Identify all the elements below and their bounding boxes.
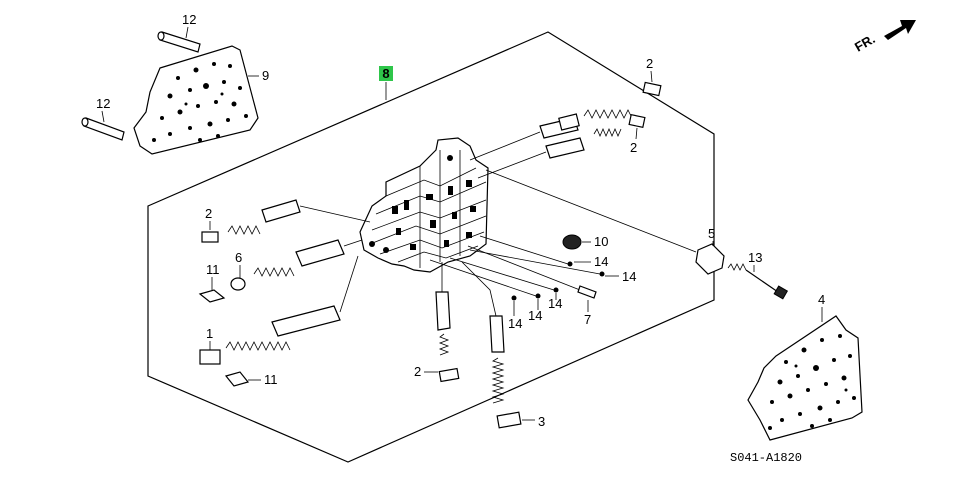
svg-text:5: 5 bbox=[708, 226, 715, 241]
arrow-icon bbox=[884, 20, 916, 40]
bracket-5[interactable]: 5 bbox=[695, 226, 725, 275]
valve-cap-d[interactable]: 2 bbox=[414, 364, 460, 383]
lower-valve-a[interactable] bbox=[435, 262, 451, 356]
check-ball-14-a[interactable]: 14 bbox=[479, 235, 608, 269]
svg-text:11: 11 bbox=[206, 262, 220, 277]
separator-plate-upper[interactable] bbox=[133, 45, 259, 155]
gasket-3[interactable]: 3 bbox=[496, 411, 545, 429]
svg-text:7: 7 bbox=[584, 312, 591, 327]
svg-text:14: 14 bbox=[594, 254, 608, 269]
shift-valve-lower[interactable] bbox=[477, 127, 622, 179]
svg-text:12: 12 bbox=[182, 12, 196, 27]
callout-12-left[interactable]: 12 bbox=[96, 96, 110, 123]
shift-valve-upper[interactable] bbox=[469, 109, 633, 161]
valve-cap-b[interactable]: 2 bbox=[628, 113, 646, 155]
svg-text:10: 10 bbox=[594, 234, 608, 249]
svg-text:13: 13 bbox=[748, 250, 762, 265]
lower-valve-b[interactable] bbox=[461, 261, 505, 404]
filter-10[interactable]: 10 bbox=[562, 234, 608, 250]
front-direction-marker: FR. bbox=[852, 20, 916, 55]
svg-text:14: 14 bbox=[528, 308, 542, 323]
bolt-13[interactable]: 13 bbox=[727, 250, 789, 300]
long-valve-c[interactable] bbox=[225, 255, 359, 351]
svg-text:4: 4 bbox=[818, 292, 825, 307]
dowel-pin-lower[interactable] bbox=[81, 117, 125, 141]
svg-text:2: 2 bbox=[646, 56, 653, 71]
valve-body[interactable] bbox=[359, 137, 489, 273]
svg-text:12: 12 bbox=[96, 96, 110, 111]
svg-text:FR.: FR. bbox=[852, 31, 878, 54]
svg-text:11: 11 bbox=[264, 372, 278, 387]
svg-text:14: 14 bbox=[508, 316, 522, 331]
check-ball-14-d[interactable]: 14 bbox=[429, 259, 542, 323]
check-ball-14-b[interactable]: 14 bbox=[469, 249, 636, 284]
bolt-guide-line bbox=[485, 169, 697, 253]
valve-cap-c[interactable]: 2 bbox=[201, 206, 219, 243]
diagram-code: S041-A1820 bbox=[730, 451, 802, 465]
regulator-valve-a[interactable] bbox=[227, 199, 371, 235]
svg-text:2: 2 bbox=[414, 364, 421, 379]
separator-plate-lower[interactable] bbox=[747, 315, 863, 441]
svg-text:3: 3 bbox=[538, 414, 545, 429]
dowel-pin-upper[interactable] bbox=[157, 31, 201, 53]
regulator-valve-b[interactable] bbox=[253, 239, 363, 277]
callout-9[interactable]: 9 bbox=[248, 68, 269, 83]
svg-text:14: 14 bbox=[548, 296, 562, 311]
valve-spring-lower bbox=[593, 127, 622, 138]
svg-text:1: 1 bbox=[206, 326, 213, 341]
callout-12-top[interactable]: 12 bbox=[182, 12, 196, 39]
svg-text:2: 2 bbox=[630, 140, 637, 155]
assembly-frame bbox=[147, 31, 715, 463]
valve-spring-upper bbox=[583, 109, 633, 119]
plug-6[interactable]: 6 bbox=[230, 250, 246, 291]
valve-cap-a[interactable]: 2 bbox=[642, 56, 662, 97]
check-ball-14-e[interactable]: 14 bbox=[508, 295, 522, 332]
check-ball-14-c[interactable]: 14 bbox=[449, 257, 562, 311]
orifice-7[interactable]: 7 bbox=[467, 245, 597, 327]
svg-text:6: 6 bbox=[235, 250, 242, 265]
plug-1[interactable]: 1 bbox=[199, 326, 221, 365]
svg-text:9: 9 bbox=[262, 68, 269, 83]
retainer-clip-11-upper[interactable]: 11 bbox=[198, 262, 226, 303]
svg-text:8: 8 bbox=[382, 66, 389, 81]
svg-text:14: 14 bbox=[622, 269, 636, 284]
callout-4[interactable]: 4 bbox=[818, 292, 825, 322]
retainer-clip-11-lower[interactable]: 11 bbox=[224, 371, 278, 387]
callout-8[interactable]: 8 bbox=[379, 66, 393, 100]
svg-text:2: 2 bbox=[205, 206, 212, 221]
